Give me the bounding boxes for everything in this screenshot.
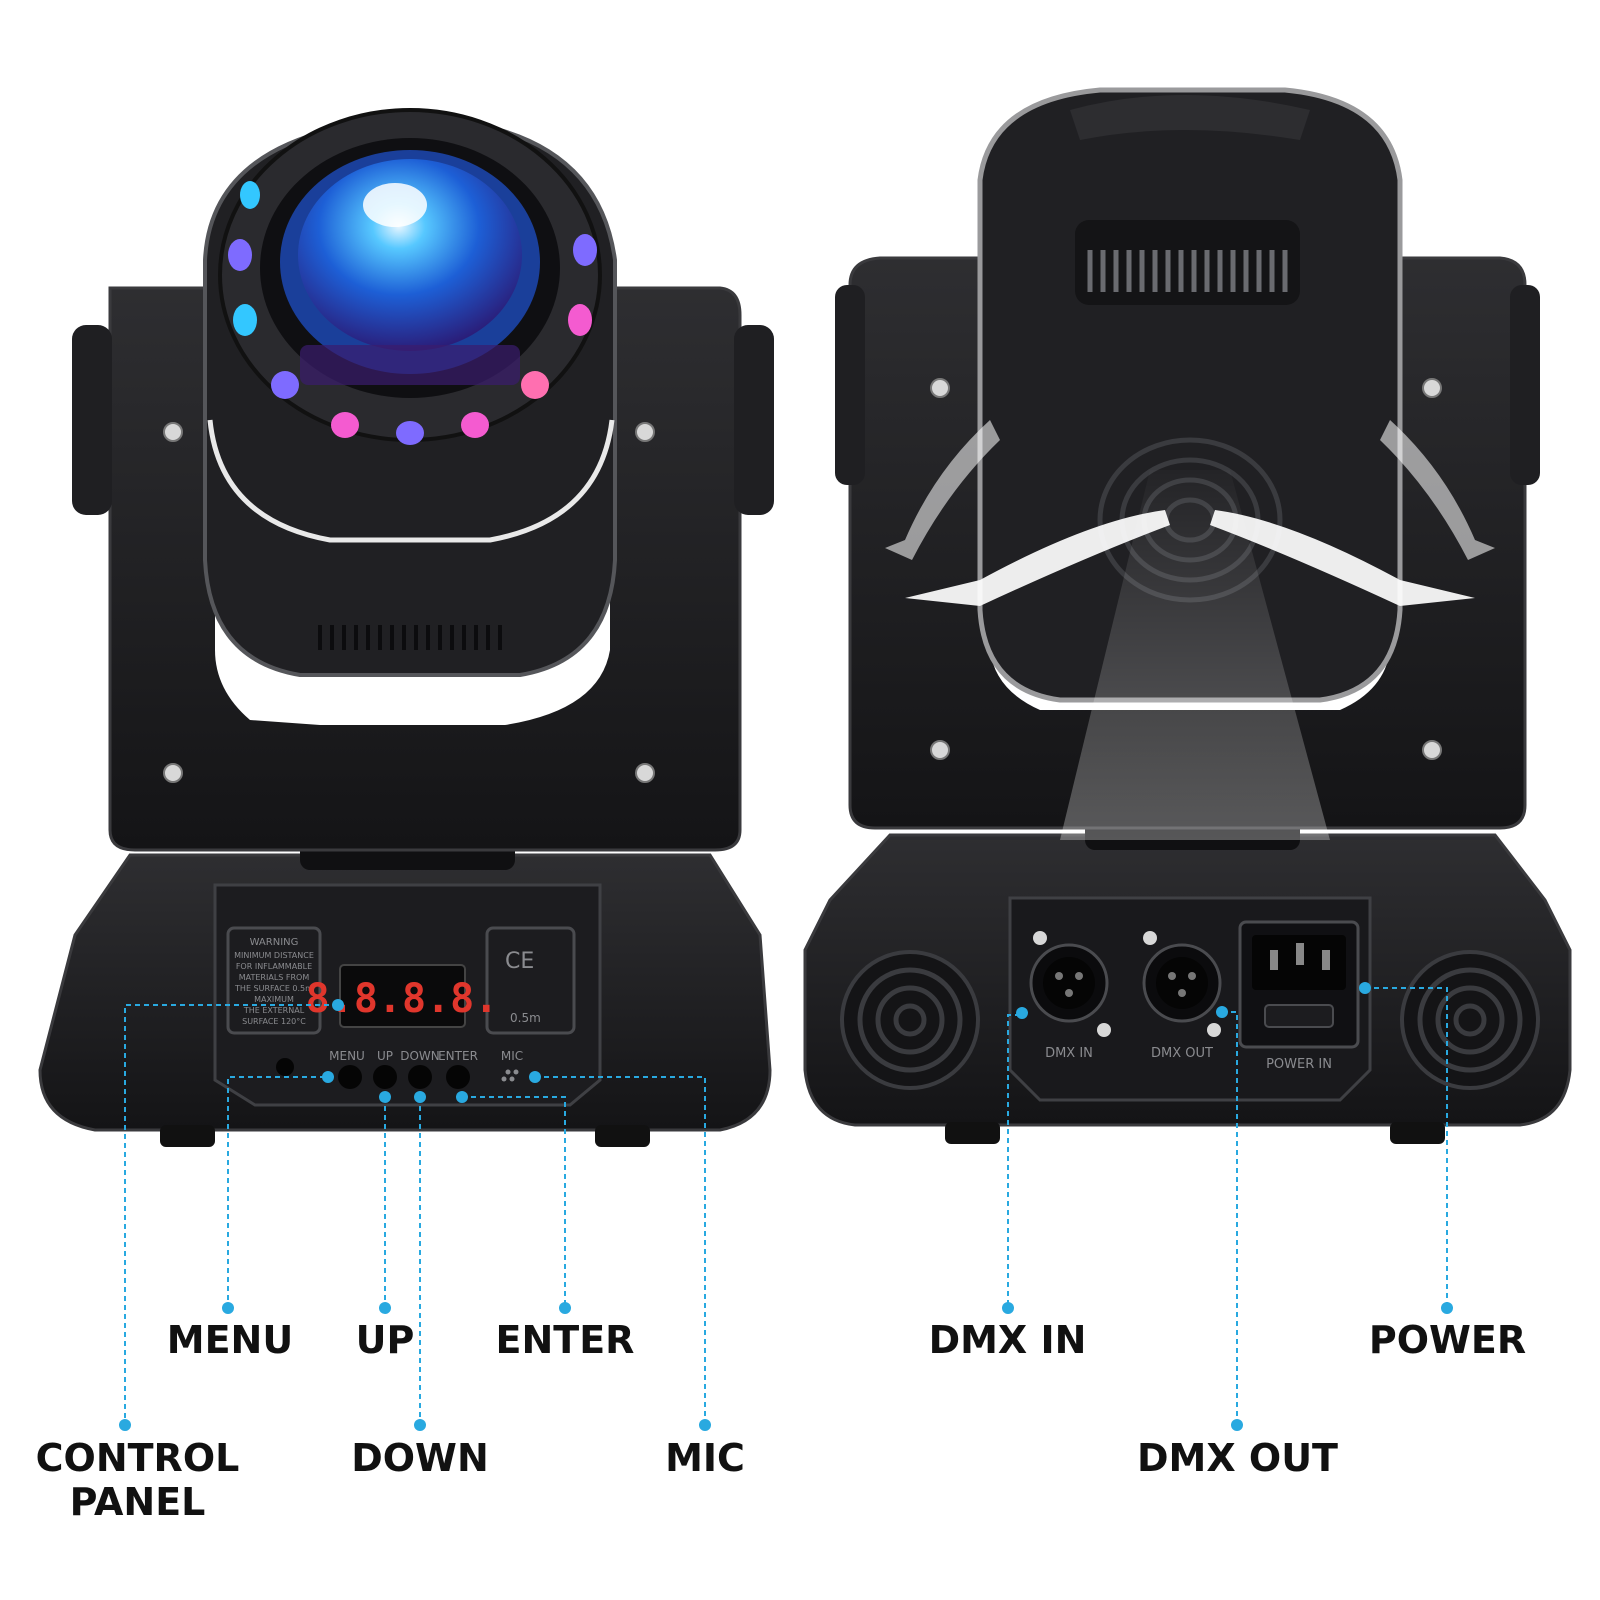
front-fixture: WARNING MINIMUM DISTANCE FOR INFLAMMABLE… xyxy=(38,108,774,1147)
warning-line-4: THE SURFACE 0.5m xyxy=(234,984,313,993)
distance-mark: 0.5m xyxy=(510,1011,541,1025)
front-foot-right xyxy=(595,1125,650,1147)
cert-label xyxy=(485,926,576,1035)
warning-line-1: MINIMUM DISTANCE xyxy=(234,951,314,960)
warning-line-2: FOR INFLAMMABLE xyxy=(236,962,312,971)
menu-button[interactable] xyxy=(338,1065,362,1089)
dmx-in-port-label: DMX IN xyxy=(1045,1046,1093,1061)
callout-menu: MENU xyxy=(166,1318,294,1362)
rear-foot-left xyxy=(945,1122,1000,1144)
callout-up: UP xyxy=(355,1318,415,1362)
callout-mic: MIC xyxy=(665,1436,745,1480)
lens-grille xyxy=(300,345,520,385)
leader-power xyxy=(1365,987,1448,1308)
dmx-out-port-label: DMX OUT xyxy=(1151,1046,1213,1061)
xlr-socket-icon[interactable] xyxy=(1029,931,1111,1037)
lens-highlight xyxy=(363,183,427,227)
leader-enter xyxy=(462,1096,566,1308)
lens xyxy=(298,159,522,351)
button-labels: MENU UP DOWN ENTER MIC xyxy=(329,1049,523,1063)
label-enter: ENTER xyxy=(438,1049,478,1063)
callout-down: DOWN xyxy=(351,1436,489,1480)
rear-yoke-right-knob xyxy=(1510,285,1540,485)
up-button[interactable] xyxy=(373,1065,397,1089)
warning-label xyxy=(226,926,322,1035)
warning-line-7: SURFACE 120°C xyxy=(242,1017,306,1026)
front-foot-left xyxy=(160,1125,215,1147)
label-mic: MIC xyxy=(501,1049,523,1063)
rear-foot-right xyxy=(1390,1122,1445,1144)
front-yoke-right-knob xyxy=(734,325,774,515)
label-up: UP xyxy=(377,1049,393,1063)
label-menu: MENU xyxy=(329,1049,365,1063)
warning-line-6: THE EXTERNAL xyxy=(243,1006,305,1015)
led-ring-leds xyxy=(228,181,597,445)
ce-mark: CE xyxy=(505,949,534,974)
label-down: DOWN xyxy=(400,1049,440,1063)
leader-dmx-in xyxy=(1007,1014,1020,1308)
airflow-beam xyxy=(1060,470,1330,840)
iec-power-socket-icon[interactable] xyxy=(1238,920,1360,1049)
screw-icon xyxy=(163,422,655,783)
warning-line-5: MAXIMUM xyxy=(254,995,294,1004)
callout-control-panel-line1: CONTROL xyxy=(35,1436,240,1480)
rear-fixture: DMX IN DMX OUT POWER IN xyxy=(803,87,1572,1144)
leader-mic xyxy=(535,1076,706,1425)
callout-control-panel-line2: PANEL xyxy=(69,1480,206,1524)
power-in-port-label: POWER IN xyxy=(1266,1057,1332,1072)
xlr-socket-icon[interactable] xyxy=(1142,931,1222,1037)
warning-line-3: MATERIALS FROM xyxy=(239,973,310,982)
front-yoke-left-knob xyxy=(72,325,112,515)
mic-icon xyxy=(501,1069,519,1082)
rear-top-vent-frame xyxy=(1075,220,1300,305)
front-head-vent xyxy=(318,625,502,650)
warning-label-text: WARNING MINIMUM DISTANCE FOR INFLAMMABLE… xyxy=(234,937,314,1026)
callout-enter: ENTER xyxy=(495,1318,635,1362)
down-button[interactable] xyxy=(408,1065,432,1089)
callout-dmx-out: DMX OUT xyxy=(1137,1436,1338,1480)
callout-dmx-in: DMX IN xyxy=(928,1318,1087,1362)
display-digits: 8.8.8.8. xyxy=(306,976,499,1022)
callout-control-panel: CONTROL PANEL xyxy=(20,1436,255,1524)
enter-button[interactable] xyxy=(446,1065,470,1089)
warning-line-0: WARNING xyxy=(250,937,299,948)
rear-top-vent xyxy=(1087,250,1288,292)
front-head-rim-highlight xyxy=(207,419,615,543)
rear-yoke-left-knob xyxy=(835,285,865,485)
status-indicator xyxy=(276,1058,294,1076)
screw-icon xyxy=(930,378,1442,760)
led-display xyxy=(339,964,466,1028)
callout-leader-dots xyxy=(119,982,1453,1431)
callout-power: POWER xyxy=(1368,1318,1527,1362)
rear-head-top-panel xyxy=(1070,95,1310,140)
speaker-grille-icon xyxy=(840,950,1540,1090)
airflow-arrow-icon xyxy=(885,420,1495,606)
